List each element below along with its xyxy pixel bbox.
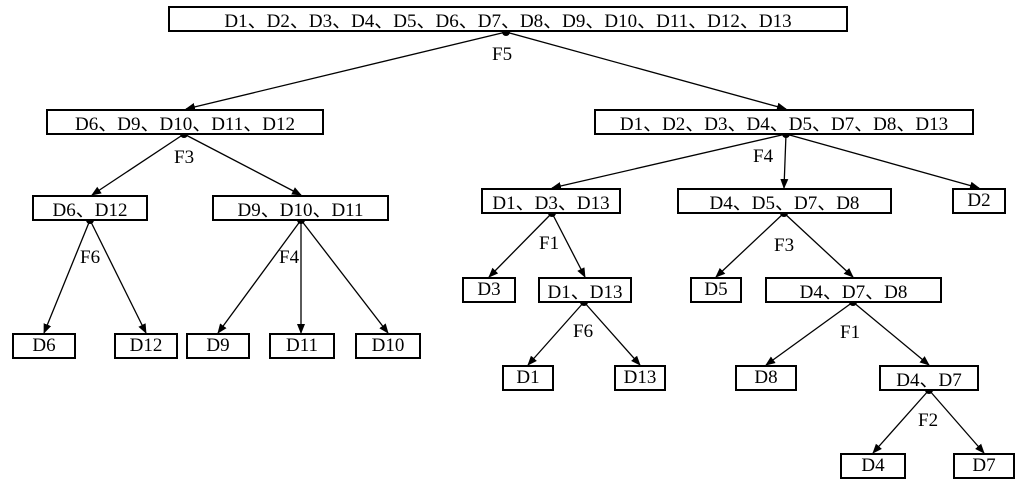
tree-edge [551, 212, 586, 278]
split-label-r1b: F6 [573, 321, 594, 342]
tree-edge [89, 219, 147, 334]
node-r2b2b: D7 [953, 453, 1015, 479]
node-r1a: D3 [462, 277, 516, 303]
tree-edge [583, 301, 641, 366]
tree-edge [488, 212, 553, 278]
node-l1b: D12 [114, 333, 178, 359]
split-label-r2b: F1 [840, 322, 861, 343]
node-root: D1、D2、D3、D4、D5、D6、D7、D8、D9、D10、D11、D12、D… [168, 6, 848, 32]
tree-edge [765, 301, 854, 366]
tree-edge [527, 301, 585, 366]
tree-edge [852, 301, 930, 366]
node-r3: D2 [952, 188, 1006, 214]
node-l2b: D11 [269, 333, 335, 359]
split-label-l1: F6 [80, 247, 101, 268]
tree-edge [928, 389, 985, 454]
tree-edge [785, 133, 980, 190]
split-label-r2: F3 [774, 235, 795, 256]
split-label-right: F4 [753, 146, 774, 167]
node-r2b1: D8 [735, 365, 797, 391]
tree-edge [715, 212, 785, 278]
tree-edge [505, 31, 787, 111]
tree-edge [783, 212, 854, 278]
tree-edge [217, 219, 302, 334]
split-label-l2: F4 [279, 247, 300, 268]
node-l2c: D10 [355, 333, 421, 359]
node-r1b1: D1 [502, 365, 554, 391]
node-r2b: D4、D7、D8 [765, 277, 942, 303]
node-r2a: D5 [690, 277, 742, 303]
node-l2: D9、D10、D11 [212, 195, 389, 221]
split-label-root: F5 [492, 44, 513, 65]
node-r2: D4、D5、D7、D8 [677, 188, 892, 214]
tree-edge [185, 31, 507, 111]
split-label-r2b2: F2 [918, 410, 939, 431]
tree-edge [780, 133, 789, 189]
split-label-left: F3 [174, 147, 195, 168]
node-r2b2a: D4 [840, 453, 906, 479]
tree-edge [872, 389, 930, 454]
node-r1b: D1、D13 [538, 277, 632, 303]
node-r1b2: D13 [614, 365, 666, 391]
tree-edge [300, 219, 389, 334]
split-label-r1: F1 [539, 233, 560, 254]
tree-edge [91, 133, 185, 196]
tree-edge [43, 219, 91, 334]
node-l1a: D6 [12, 333, 76, 359]
node-r2b2: D4、D7 [879, 365, 979, 391]
tree-edge [551, 133, 787, 190]
node-right: D1、D2、D3、D4、D5、D7、D8、D13 [594, 109, 974, 135]
node-l2a: D9 [186, 333, 250, 359]
node-l1: D6、D12 [32, 195, 148, 221]
node-r1: D1、D3、D13 [481, 188, 621, 214]
tree-edge [183, 133, 302, 196]
node-left: D6、D9、D10、D11、D12 [46, 109, 324, 135]
